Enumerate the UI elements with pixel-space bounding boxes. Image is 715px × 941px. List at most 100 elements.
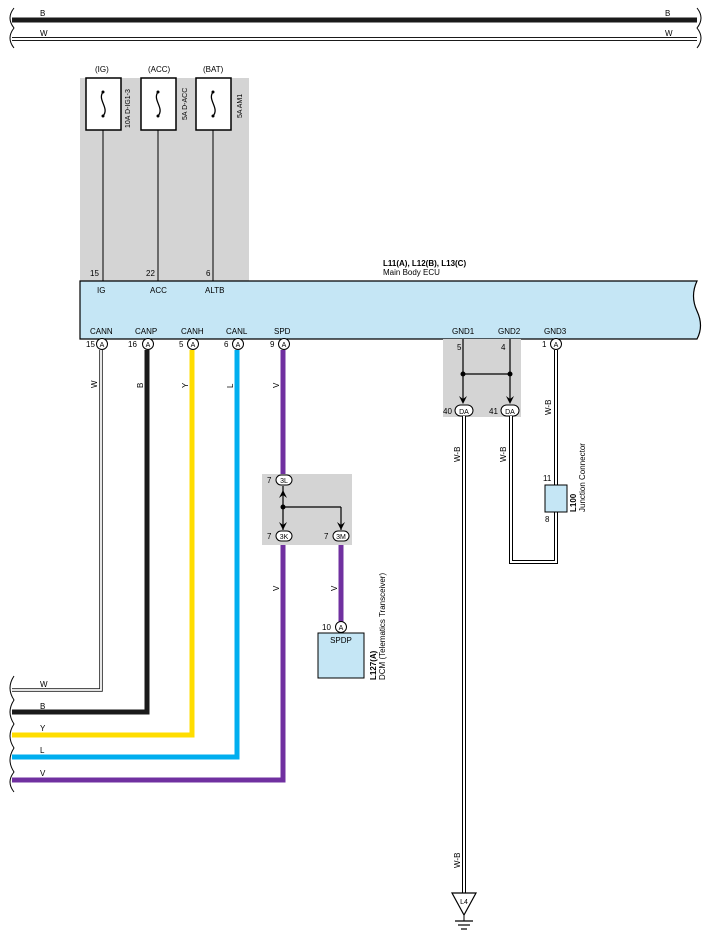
bus-label-b-right: B	[665, 9, 670, 18]
connector-icon	[187, 338, 199, 350]
wire-label: V	[272, 382, 281, 388]
arrow-icon	[279, 522, 287, 530]
bus-label-w-left: W	[40, 29, 48, 38]
fuse-name-ig: 10A D-IG1-3	[125, 89, 132, 128]
ground-wires: W-B W-B W-B W-B	[453, 350, 558, 893]
dcm-term-label: SPDP	[330, 636, 352, 645]
fuse-pin-acc: 22	[146, 269, 155, 278]
ecu-box	[79, 280, 702, 340]
ecu-term-acc: ACC	[150, 286, 167, 295]
pin-number: 11	[543, 474, 552, 483]
fuse-icon	[210, 91, 216, 117]
dcm-component: 10 A SPDP L127(A) DCM (Telematics Transc…	[317, 573, 387, 680]
ground-triangle	[450, 892, 478, 917]
ecu-term-ig: IG	[97, 286, 105, 295]
wire-label: W-B	[544, 400, 553, 415]
bus-label: B	[40, 702, 45, 711]
bus-break-right	[696, 7, 702, 49]
wire-label: W-B	[453, 853, 462, 868]
pin-number: 4	[501, 343, 506, 352]
connector-icon	[275, 474, 293, 486]
connector-label: 3L	[280, 478, 288, 485]
wire-label: V	[272, 585, 281, 591]
main-body-ecu: L11(A), L12(B), L13(C) Main Body ECU IG …	[79, 259, 702, 340]
top-bus: B B W W	[9, 7, 702, 49]
wire-label: B	[136, 383, 145, 388]
fuse-icon	[155, 91, 161, 117]
connector-icon	[232, 338, 244, 350]
arrow-icon	[337, 522, 345, 530]
wire-cann-outline	[12, 350, 103, 692]
wire-color-labels: W B Y L V	[90, 380, 281, 388]
spd-junction: 7 3L 7 3K 7 3M V V	[262, 474, 352, 591]
dcm-name: DCM (Telematics Transceiver)	[378, 573, 387, 680]
ecu-term-gnd1: GND1	[452, 327, 475, 336]
connector-label: A	[282, 342, 287, 349]
pin-number: 7	[324, 532, 329, 541]
connector-icon	[332, 530, 350, 542]
bottom-bus: W B Y L V	[9, 675, 48, 793]
ecu-term-gnd2: GND2	[498, 327, 521, 336]
splice-dot	[280, 504, 286, 510]
ecu-name: Main Body ECU	[383, 268, 440, 277]
arrow-icon	[279, 490, 287, 498]
connector-label: 3M	[336, 534, 346, 541]
arrow-icon	[459, 396, 467, 404]
ecu-term-spd: SPD	[274, 327, 291, 336]
wire-canl	[12, 350, 240, 760]
junction-box	[544, 484, 568, 513]
bus-label: V	[40, 769, 46, 778]
bus-label-b-left: B	[40, 9, 45, 18]
connector-icon	[275, 530, 293, 542]
dcm-box	[317, 632, 365, 679]
bus-label: Y	[40, 724, 46, 733]
junction-connector-l100: 11 8 L100 Junction Connector	[543, 443, 587, 524]
wire-gnd2	[510, 416, 557, 563]
connector-icon	[96, 338, 108, 350]
wire-label: Y	[181, 382, 190, 388]
ecu-term-canl: CANL	[226, 327, 248, 336]
wire-label: V	[330, 585, 339, 591]
pin-number: 16	[128, 340, 137, 349]
connector-label: DA	[459, 409, 469, 416]
wire-canp	[12, 350, 150, 715]
ecu-term-canp: CANP	[135, 327, 157, 336]
junction-id: L100	[569, 493, 578, 512]
wire-label: W	[90, 380, 99, 388]
arrow-icon	[506, 396, 514, 404]
wire-cann	[12, 350, 102, 691]
pin-number: 7	[267, 476, 272, 485]
fuse-name-bat: 5A AM1	[237, 94, 244, 118]
pin-number: 6	[224, 340, 229, 349]
fuse-icon	[100, 91, 106, 117]
fuse-source-bat: (BAT)	[203, 65, 224, 74]
connector-label: A	[339, 625, 344, 632]
connector-icon	[142, 338, 154, 350]
connector-label: A	[100, 342, 105, 349]
ground-label: L4	[460, 899, 468, 906]
ecu-term-canh: CANH	[181, 327, 204, 336]
ground-point-l4: L4	[450, 892, 478, 930]
can-wires	[12, 350, 344, 783]
connector-icon	[550, 338, 562, 350]
connector-label: A	[236, 342, 241, 349]
connector-label: A	[191, 342, 196, 349]
splice-dot	[507, 371, 513, 377]
wire-label: W-B	[499, 447, 508, 462]
connector-label: A	[554, 342, 559, 349]
pin-number: 41	[489, 407, 498, 416]
connector-label: 3K	[280, 534, 289, 541]
wire-canh	[12, 350, 195, 738]
splice-dot	[460, 371, 466, 377]
pin-number: 7	[267, 532, 272, 541]
dcm-id: L127(A)	[369, 650, 378, 680]
pin-number: 15	[86, 340, 95, 349]
fuse-pin-ig: 15	[90, 269, 99, 278]
bus-label-w-right: W	[665, 29, 673, 38]
pin-number: 10	[322, 623, 331, 632]
ecu-term-gnd3: GND3	[544, 327, 567, 336]
ecu-term-altb: ALTB	[205, 286, 224, 295]
wire-label: L	[226, 383, 235, 388]
fuse-source-ig: (IG)	[95, 65, 109, 74]
bus-label: L	[40, 746, 45, 755]
